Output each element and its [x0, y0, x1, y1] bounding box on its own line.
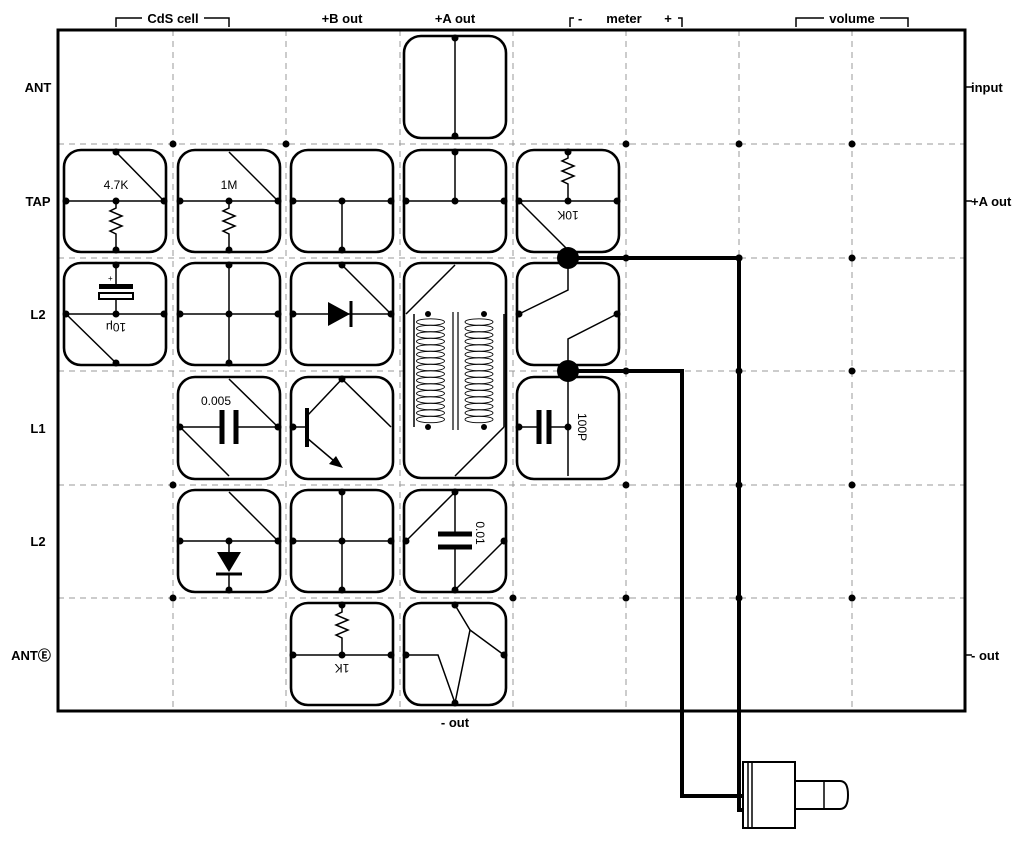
- row-label-ant: ANT: [25, 80, 52, 95]
- row-label-tap: TAP: [25, 194, 50, 209]
- block-diode-vertical[interactable]: [176, 488, 282, 594]
- block-capacitor-10u[interactable]: + 10μ: [62, 261, 168, 367]
- block-switch-lower[interactable]: [402, 601, 508, 707]
- row-labels: ANT TAP L2 L1 L2 ANTⒺ: [11, 80, 51, 663]
- right-label-minus-out: - out: [971, 648, 1000, 663]
- volume-potentiometer-icon[interactable]: [742, 761, 850, 829]
- resistor-4k7-value: 4.7K: [104, 178, 129, 192]
- block-capacitor-001[interactable]: 0.01: [402, 488, 508, 594]
- block-diode-horizontal[interactable]: [289, 261, 395, 367]
- coil-turn: [416, 415, 445, 424]
- capacitor-100p-value: 100P: [575, 413, 589, 441]
- label-meter-minus: -: [578, 11, 582, 26]
- resistor-1k-value: 1K: [335, 661, 350, 675]
- bottom-label-minus-out: - out: [441, 715, 470, 730]
- capacitor-polarity: +: [108, 274, 113, 283]
- resistor-10k-value: 10K: [557, 208, 578, 222]
- block-transformer[interactable]: [402, 261, 508, 480]
- capacitor-001-value: 0.01: [473, 521, 487, 545]
- transformer-coil-icon: [416, 318, 494, 424]
- label-meter-plus: +: [664, 11, 672, 26]
- capacitor-0005-value: 0.005: [201, 394, 231, 408]
- row-label-ant-e: ANTⒺ: [11, 648, 51, 663]
- block-resistor-1m[interactable]: 1M: [176, 148, 282, 254]
- block-wire-cross-lower[interactable]: [289, 488, 395, 594]
- resistor-1m-value: 1M: [221, 178, 238, 192]
- block-wire-straight[interactable]: [402, 34, 508, 140]
- right-labels: input +A out - out: [965, 80, 1012, 663]
- row-label-l2-upper: L2: [30, 307, 45, 322]
- block-resistor-1k[interactable]: 1K: [289, 601, 395, 707]
- top-labels: CdS cell +B out +A out - meter + volume: [115, 11, 909, 27]
- board-outline: [56, 28, 967, 713]
- block-wire-tee-up[interactable]: [402, 148, 508, 254]
- block-transistor[interactable]: [289, 375, 395, 481]
- transistor-emitter-arrow-icon: [329, 456, 343, 468]
- block-wire-tee-down[interactable]: [289, 148, 395, 254]
- diode-icon: [217, 552, 241, 572]
- label-meter: meter: [606, 11, 641, 26]
- block-resistor-10k[interactable]: 10K: [515, 148, 621, 254]
- label-b-out: +B out: [322, 11, 363, 26]
- block-switch-upper[interactable]: [515, 261, 621, 367]
- coil-turn: [464, 415, 494, 424]
- block-capacitor-100p[interactable]: 100P: [515, 375, 621, 481]
- capacitor-10u-value: 10μ: [106, 320, 126, 334]
- row-label-l2-lower: L2: [30, 534, 45, 549]
- right-label-input: input: [971, 80, 1003, 95]
- label-cds-cell: CdS cell: [147, 11, 198, 26]
- right-label-a-out: +A out: [971, 194, 1012, 209]
- block-resistor-4k7[interactable]: 4.7K: [62, 148, 168, 254]
- row-label-l1: L1: [30, 421, 45, 436]
- diode-icon: [328, 302, 350, 326]
- block-wire-cross[interactable]: [176, 261, 282, 367]
- label-volume: volume: [829, 11, 875, 26]
- board-grid: [58, 30, 965, 710]
- block-capacitor-0005[interactable]: 0.005: [176, 375, 282, 481]
- label-a-out-top: +A out: [435, 11, 476, 26]
